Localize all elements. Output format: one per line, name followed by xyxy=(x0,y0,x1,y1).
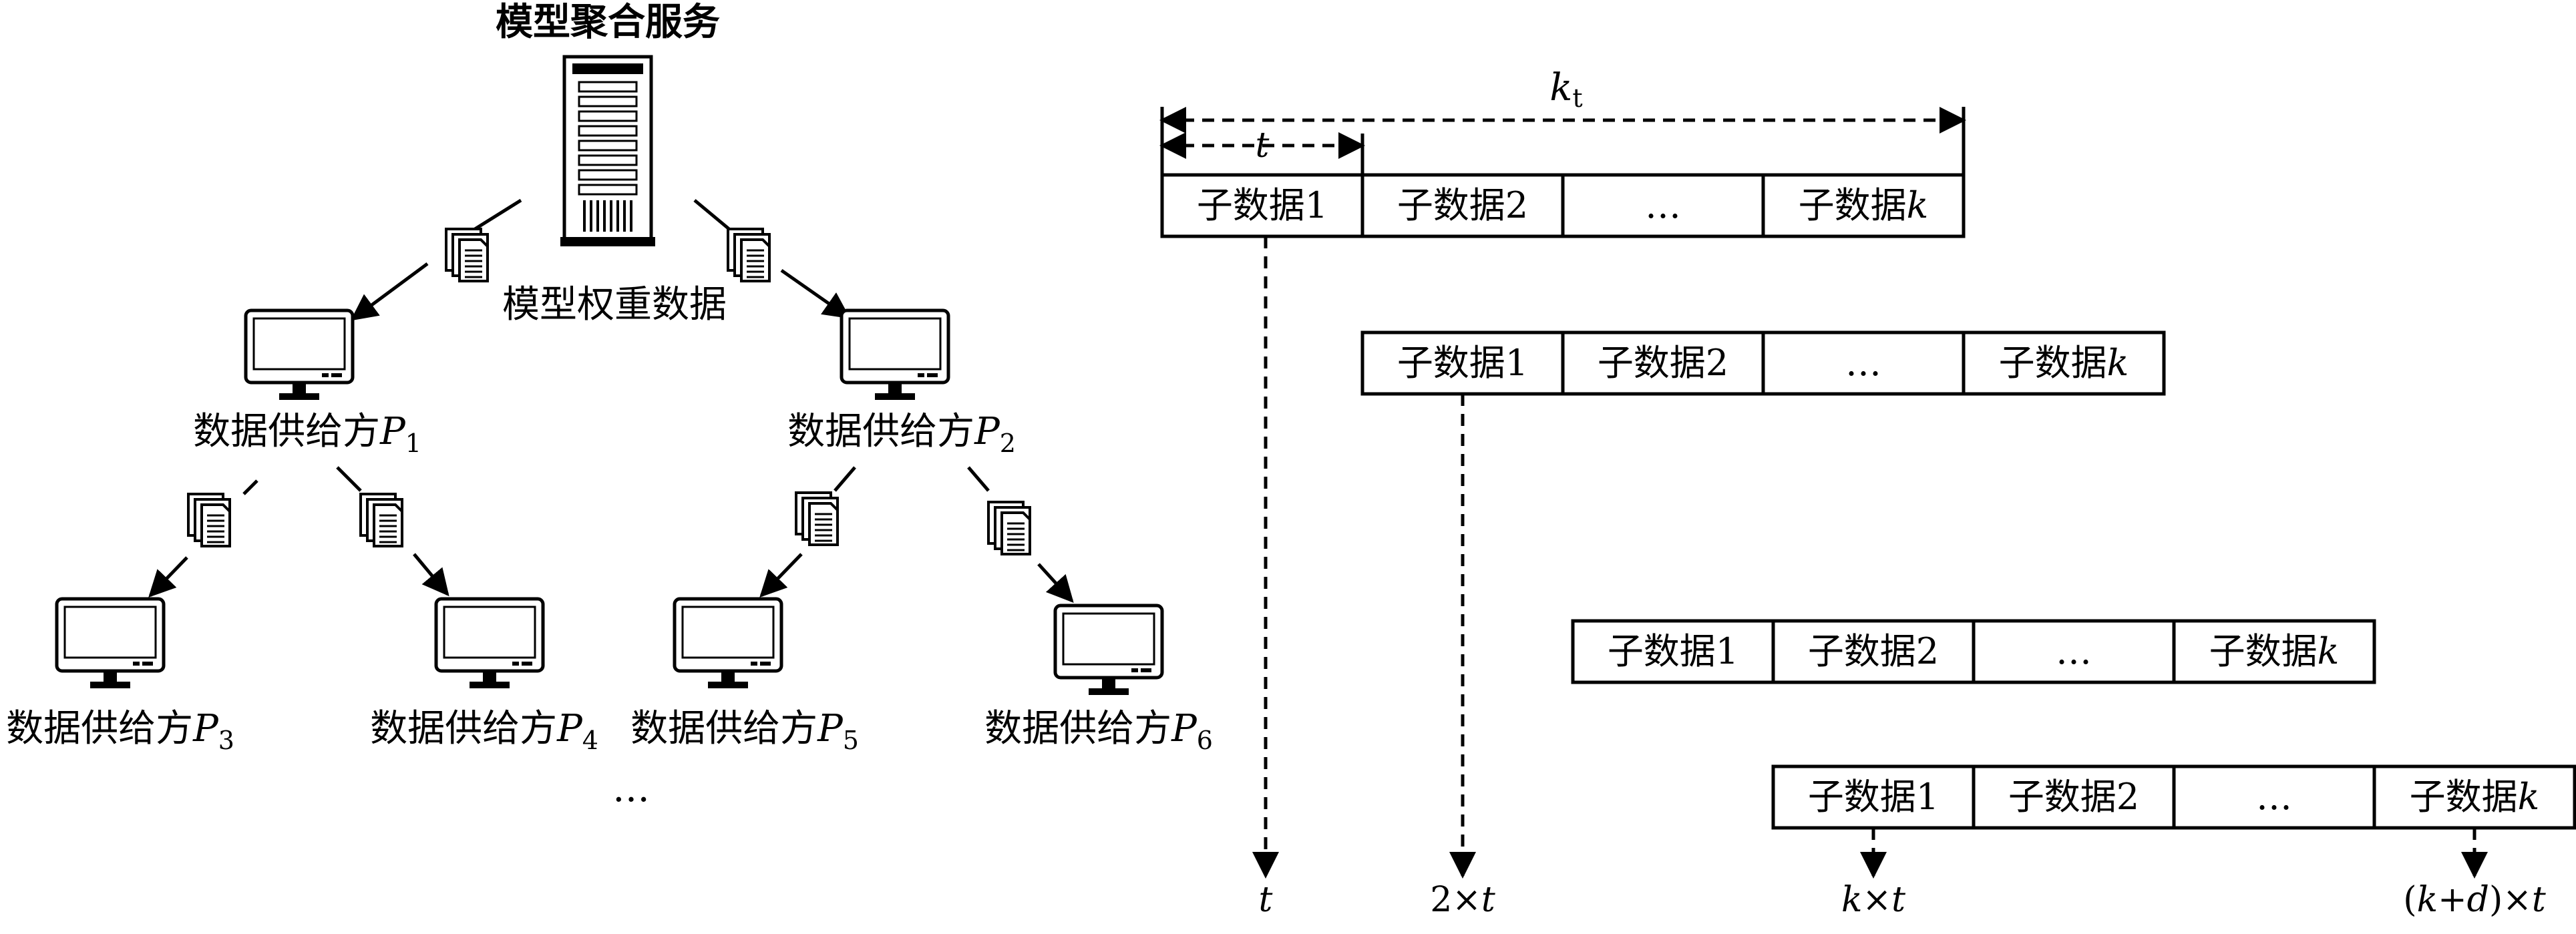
server-label: 模型聚合服务 xyxy=(496,0,720,44)
svg-text:…: … xyxy=(1645,184,1681,226)
document-icon xyxy=(187,493,231,547)
svg-text:子数据2: 子数据2 xyxy=(1808,630,1939,672)
sub-data-cell: 子数据1 xyxy=(1160,173,1364,238)
svg-text:子数据1: 子数据1 xyxy=(1197,184,1328,226)
sub-data-cell: 子数据1 xyxy=(1571,619,1775,684)
svg-text:子数据1: 子数据1 xyxy=(1808,776,1939,818)
computer-icon xyxy=(1053,604,1164,695)
svg-text:子数据2: 子数据2 xyxy=(1598,342,1728,384)
svg-text:…: … xyxy=(2056,630,2092,672)
tick-kt-label: k×t xyxy=(1841,880,1905,920)
sub-data-cell: … xyxy=(1972,619,2176,684)
timeline-row3: 子数据1 子数据2 … 子数据k xyxy=(1571,619,2376,684)
svg-text:子数据k: 子数据k xyxy=(1799,184,1929,226)
sub-data-cell: 子数据1 xyxy=(1771,764,1976,830)
sub-data-cell: 子数据2 xyxy=(1360,173,1565,238)
svg-text:子数据2: 子数据2 xyxy=(2008,776,2139,818)
provider-label-p4: 数据供给方P4 xyxy=(370,707,598,755)
provider-label-p6: 数据供给方P6 xyxy=(984,707,1213,755)
computer-icon xyxy=(434,597,545,688)
computer-icon xyxy=(840,308,950,400)
tick-kdt-label: (k+d)×t xyxy=(2403,880,2546,920)
provider-label-p5: 数据供给方P5 xyxy=(630,707,859,755)
timeline-row2: 子数据1 子数据2 … 子数据k xyxy=(1360,330,2166,396)
edge-server-p1-arrow xyxy=(350,262,429,321)
timeline-row4: 子数据1 子数据2 … 子数据k xyxy=(1771,764,2576,830)
computer-icon xyxy=(55,597,166,688)
sub-data-cell: … xyxy=(1561,173,1765,238)
document-icon xyxy=(727,228,771,282)
provider-label-p3: 数据供给方P3 xyxy=(6,707,234,755)
sub-data-cell: 子数据k xyxy=(1962,330,2166,396)
tree-ellipsis: … xyxy=(612,767,650,810)
edge-server-p2-arrow xyxy=(780,268,851,319)
svg-text:子数据1: 子数据1 xyxy=(1397,342,1528,384)
sub-data-cell: 子数据2 xyxy=(1771,619,1976,684)
timeline-section: kt t 子数据1 子数据2 … 子数据k 子数据1 子数据2 … 子数据k 子数据1 子数据2 …… xyxy=(1159,66,2576,920)
svg-text:子数据1: 子数据1 xyxy=(1608,630,1738,672)
tick-t-label: t xyxy=(1259,880,1273,920)
computer-icon xyxy=(244,308,355,400)
sub-data-cell: … xyxy=(1761,330,1966,396)
sub-data-cell: 子数据2 xyxy=(1972,764,2176,830)
svg-text:…: … xyxy=(1845,342,1881,384)
weights-label: 模型权重数据 xyxy=(502,283,727,326)
provider-label-p2: 数据供给方P2 xyxy=(787,410,1016,458)
server-rack-icon xyxy=(560,55,655,246)
tick-2t-label: 2×t xyxy=(1430,880,1495,920)
document-icon xyxy=(445,228,489,282)
computer-icon xyxy=(673,597,783,688)
tree-section: 模型聚合服务 xyxy=(6,0,1213,810)
svg-text:子数据k: 子数据k xyxy=(2410,776,2540,818)
sub-data-cell: 子数据k xyxy=(1761,173,1966,238)
timeline-row1: 子数据1 子数据2 … 子数据k xyxy=(1160,173,1966,238)
provider-label-p1: 数据供给方P1 xyxy=(193,410,421,458)
document-icon xyxy=(795,491,839,546)
svg-text:子数据k: 子数据k xyxy=(2209,630,2340,672)
svg-text:子数据k: 子数据k xyxy=(1999,342,2129,384)
sub-data-cell: 子数据k xyxy=(2172,619,2376,684)
sub-data-cell: 子数据1 xyxy=(1360,330,1565,396)
document-icon xyxy=(987,501,1031,555)
svg-text:…: … xyxy=(2256,776,2292,818)
svg-text:子数据2: 子数据2 xyxy=(1397,184,1528,226)
sub-data-cell: … xyxy=(2172,764,2376,830)
level2-edges xyxy=(148,466,1074,603)
kt-label: kt xyxy=(1549,66,1582,113)
sub-data-cell: 子数据2 xyxy=(1561,330,1765,396)
sub-data-cell: 子数据k xyxy=(2372,764,2576,830)
document-icon xyxy=(359,493,403,547)
